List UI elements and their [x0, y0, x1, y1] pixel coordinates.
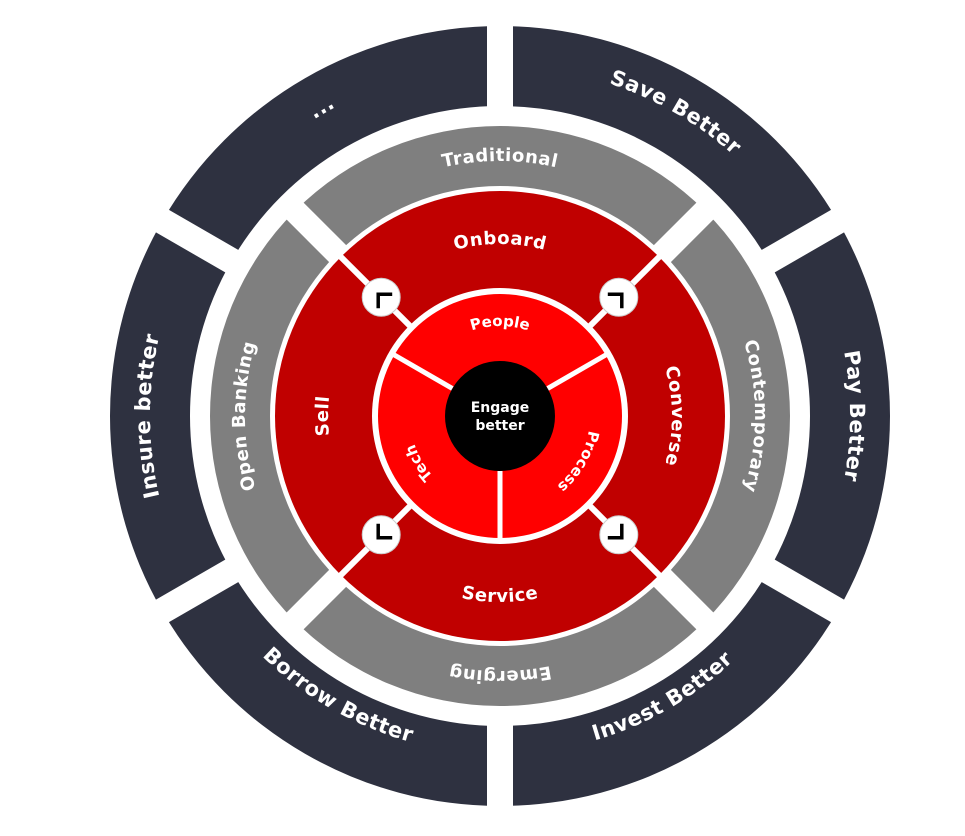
corner-arrow-icon	[599, 277, 639, 317]
outer-segment-insure-better	[110, 221, 232, 611]
corner-icons	[361, 277, 639, 555]
outer-segment-pay-better	[768, 221, 890, 611]
middle-segment-contemporary	[662, 210, 790, 622]
inner-label-people-text: People	[468, 312, 532, 334]
red-label-sell: Sell	[312, 395, 334, 437]
center-circle	[445, 361, 555, 471]
outer-segment-invest-better	[500, 571, 838, 806]
outer-separator	[147, 554, 247, 628]
red-label-sell-text: Sell	[312, 395, 334, 437]
middle-separator	[282, 198, 350, 266]
outer-separator	[753, 554, 853, 628]
corner-arrow-icon	[599, 515, 639, 555]
red-label-service-text: Service	[460, 582, 539, 607]
red-label-service: Service	[460, 582, 540, 607]
inner-separator	[391, 351, 454, 391]
outer-segment-borrow-better	[162, 571, 500, 806]
middle-segment-open-banking	[209, 210, 338, 622]
middle-separator	[650, 198, 718, 266]
corner-arrow-icon	[361, 515, 401, 555]
outer-segment-save-better	[500, 26, 838, 261]
center-hub: Engage better	[445, 361, 555, 471]
middle-segment-emerging	[294, 578, 706, 706]
center-label-line2: better	[475, 418, 524, 434]
inner-label-people: People	[468, 312, 532, 334]
middle-separator	[282, 566, 350, 634]
center-label-line1: Engage	[471, 400, 530, 416]
outer-separator	[147, 204, 247, 278]
corner-arrow-icon	[361, 277, 401, 317]
middle-segment-traditional	[294, 126, 706, 254]
middle-separator	[650, 566, 718, 634]
outer-segment-ellipsis	[162, 25, 500, 261]
inner-separator	[546, 351, 609, 391]
outer-separator	[753, 204, 853, 278]
